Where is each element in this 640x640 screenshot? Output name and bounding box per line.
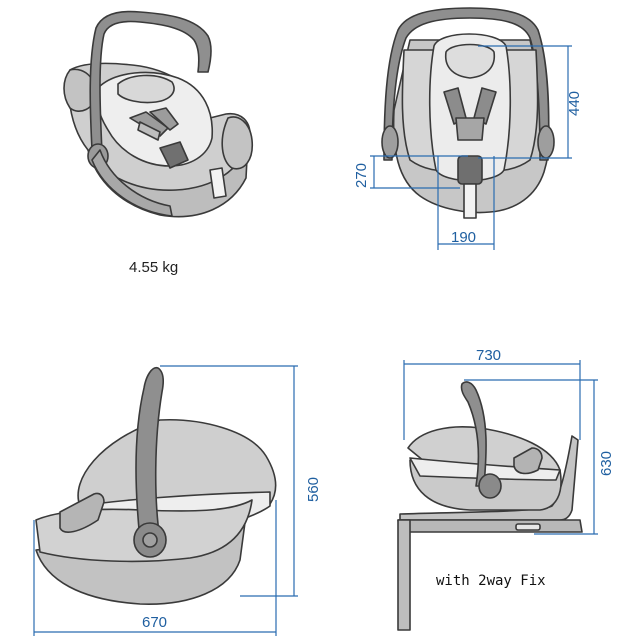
front-seat-height-dimension: 270 (353, 155, 468, 189)
side-height-label: 560 (305, 477, 322, 502)
base-height-label: 630 (598, 451, 615, 476)
front-height-label: 440 (566, 91, 583, 116)
weight-label: 4.55 kg (129, 259, 178, 276)
front-seat-width-label: 190 (451, 229, 476, 246)
base-length-dimension: 730 (403, 347, 581, 440)
base-length-label: 730 (476, 347, 501, 364)
front-view (381, 7, 555, 219)
perspective-view (63, 10, 254, 218)
base-view (397, 381, 583, 631)
side-length-dimension: 670 (33, 500, 277, 636)
front-seat-width-dimension: 190 (437, 156, 495, 250)
side-view (35, 366, 277, 605)
side-length-label: 670 (142, 614, 167, 631)
side-height-dimension: 560 (160, 365, 322, 597)
front-seat-height-label: 270 (353, 163, 370, 188)
base-caption: with 2way Fix (436, 573, 546, 589)
base-height-dimension: 630 (464, 379, 615, 535)
